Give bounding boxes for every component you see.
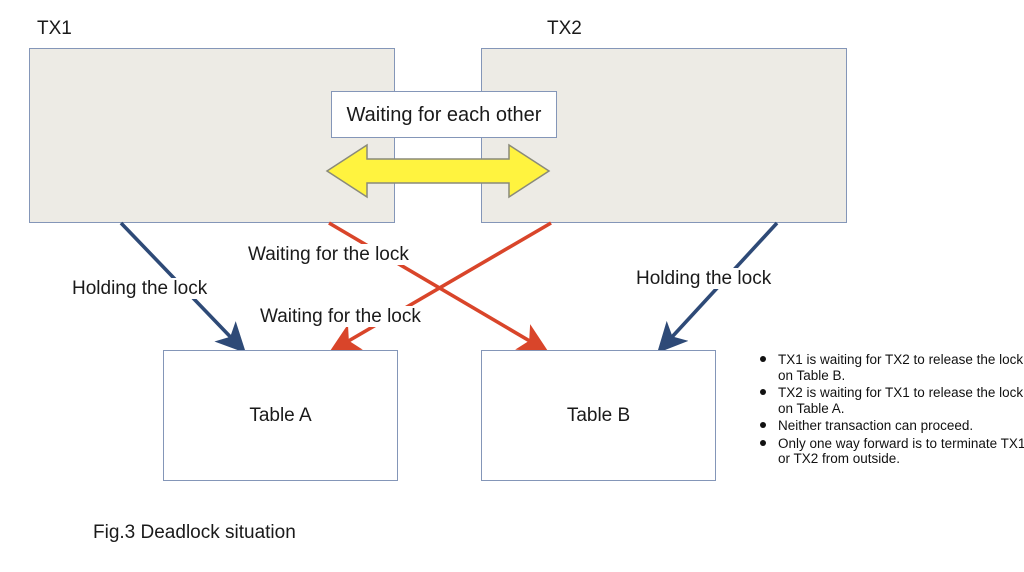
table-a-box: Table A (163, 350, 398, 481)
note-text: TX2 is waiting for TX1 to release the lo… (778, 385, 1024, 416)
figure-caption: Fig.3 Deadlock situation (93, 522, 296, 543)
list-item: Neither transaction can proceed. (758, 418, 1024, 434)
notes-list: TX1 is waiting for TX2 to release the lo… (758, 352, 1024, 469)
edge-tx1-waits-table-b (328, 221, 549, 353)
table-b-box: Table B (481, 350, 716, 481)
label-holding-right: Holding the lock (634, 268, 774, 289)
tx1-label: TX1 (37, 18, 72, 39)
list-item: Only one way forward is to terminate TX1… (758, 436, 1024, 467)
label-holding-left: Holding the lock (70, 278, 210, 299)
tx2-label: TX2 (547, 18, 582, 39)
bullet-icon (760, 422, 766, 428)
waiting-for-each-other-label: Waiting for each other (346, 103, 542, 126)
bullet-icon (760, 389, 766, 395)
bullet-icon (760, 356, 766, 362)
note-text: Neither transaction can proceed. (778, 418, 974, 433)
note-text: Only one way forward is to terminate TX1… (778, 435, 1024, 467)
note-text: TX1 is waiting for TX2 to release the lo… (778, 352, 1024, 383)
table-a-label: Table A (249, 405, 312, 426)
notes-items: TX1 is waiting for TX2 to release the lo… (758, 352, 1024, 467)
list-item: TX1 is waiting for TX2 to release the lo… (758, 352, 1024, 383)
label-waiting-upper: Waiting for the lock (246, 244, 411, 265)
list-item: TX2 is waiting for TX1 to release the lo… (758, 385, 1024, 416)
edge-tx2-waits-table-a (329, 221, 552, 353)
bullet-icon (760, 439, 766, 446)
label-waiting-lower: Waiting for the lock (258, 306, 423, 327)
double-headed-horizontal-arrow-icon (325, 143, 551, 199)
table-b-label: Table B (566, 405, 631, 426)
waiting-for-each-other-callout: Waiting for each other (331, 91, 557, 138)
